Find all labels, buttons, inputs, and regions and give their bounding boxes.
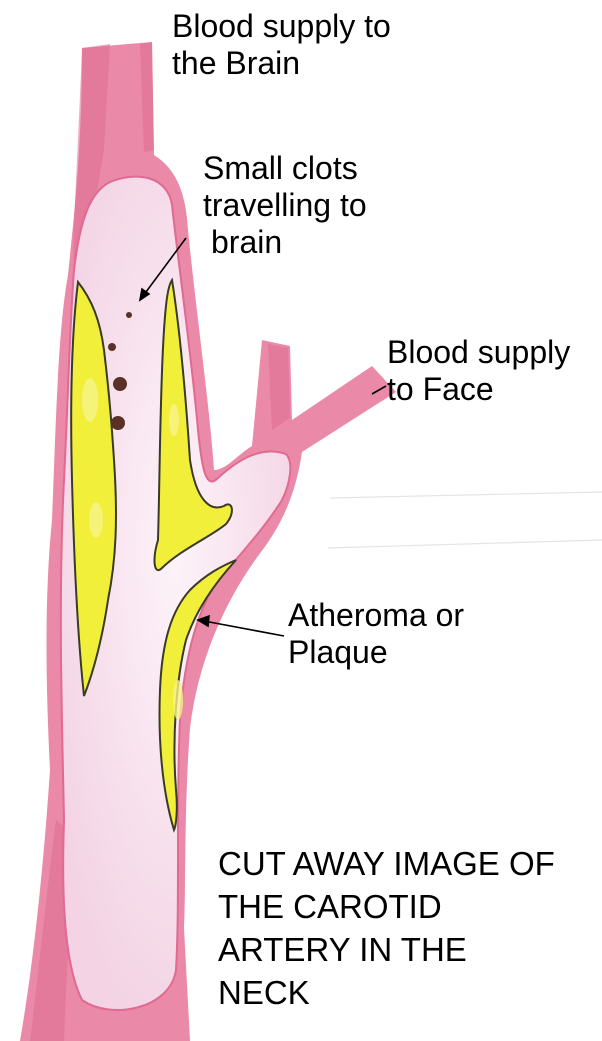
paper-lines	[328, 492, 602, 548]
clot	[113, 377, 127, 391]
brain-supply-label: Blood supply to the Brain	[172, 8, 391, 82]
brain-supply-line-1: Blood supply to	[172, 8, 391, 45]
caption-line-1: CUT AWAY IMAGE OF	[218, 842, 555, 885]
caption-line-4: NECK	[218, 971, 555, 1014]
face-supply-label: Blood supply to Face	[387, 334, 570, 408]
plaque-line-2: Plaque	[288, 634, 464, 671]
plaque-line-1: Atheroma or	[288, 597, 464, 634]
clots-label: Small clots travelling to brain	[203, 150, 367, 261]
face-supply-line-1: Blood supply	[387, 334, 570, 371]
brain-supply-line-2: the Brain	[172, 45, 391, 82]
clot	[126, 312, 132, 318]
caption-line-3: ARTERY IN THE	[218, 928, 555, 971]
caption-line-2: THE CAROTID	[218, 885, 555, 928]
clots-line-1: Small clots	[203, 150, 367, 187]
clots-line-3: brain	[203, 224, 367, 261]
plaque-label: Atheroma or Plaque	[288, 597, 464, 671]
face-supply-line-2: to Face	[387, 371, 570, 408]
clot	[111, 416, 125, 430]
clots-line-2: travelling to	[203, 187, 367, 224]
diagram-caption: CUT AWAY IMAGE OF THE CAROTID ARTERY IN …	[218, 842, 555, 1014]
clot	[108, 343, 116, 351]
